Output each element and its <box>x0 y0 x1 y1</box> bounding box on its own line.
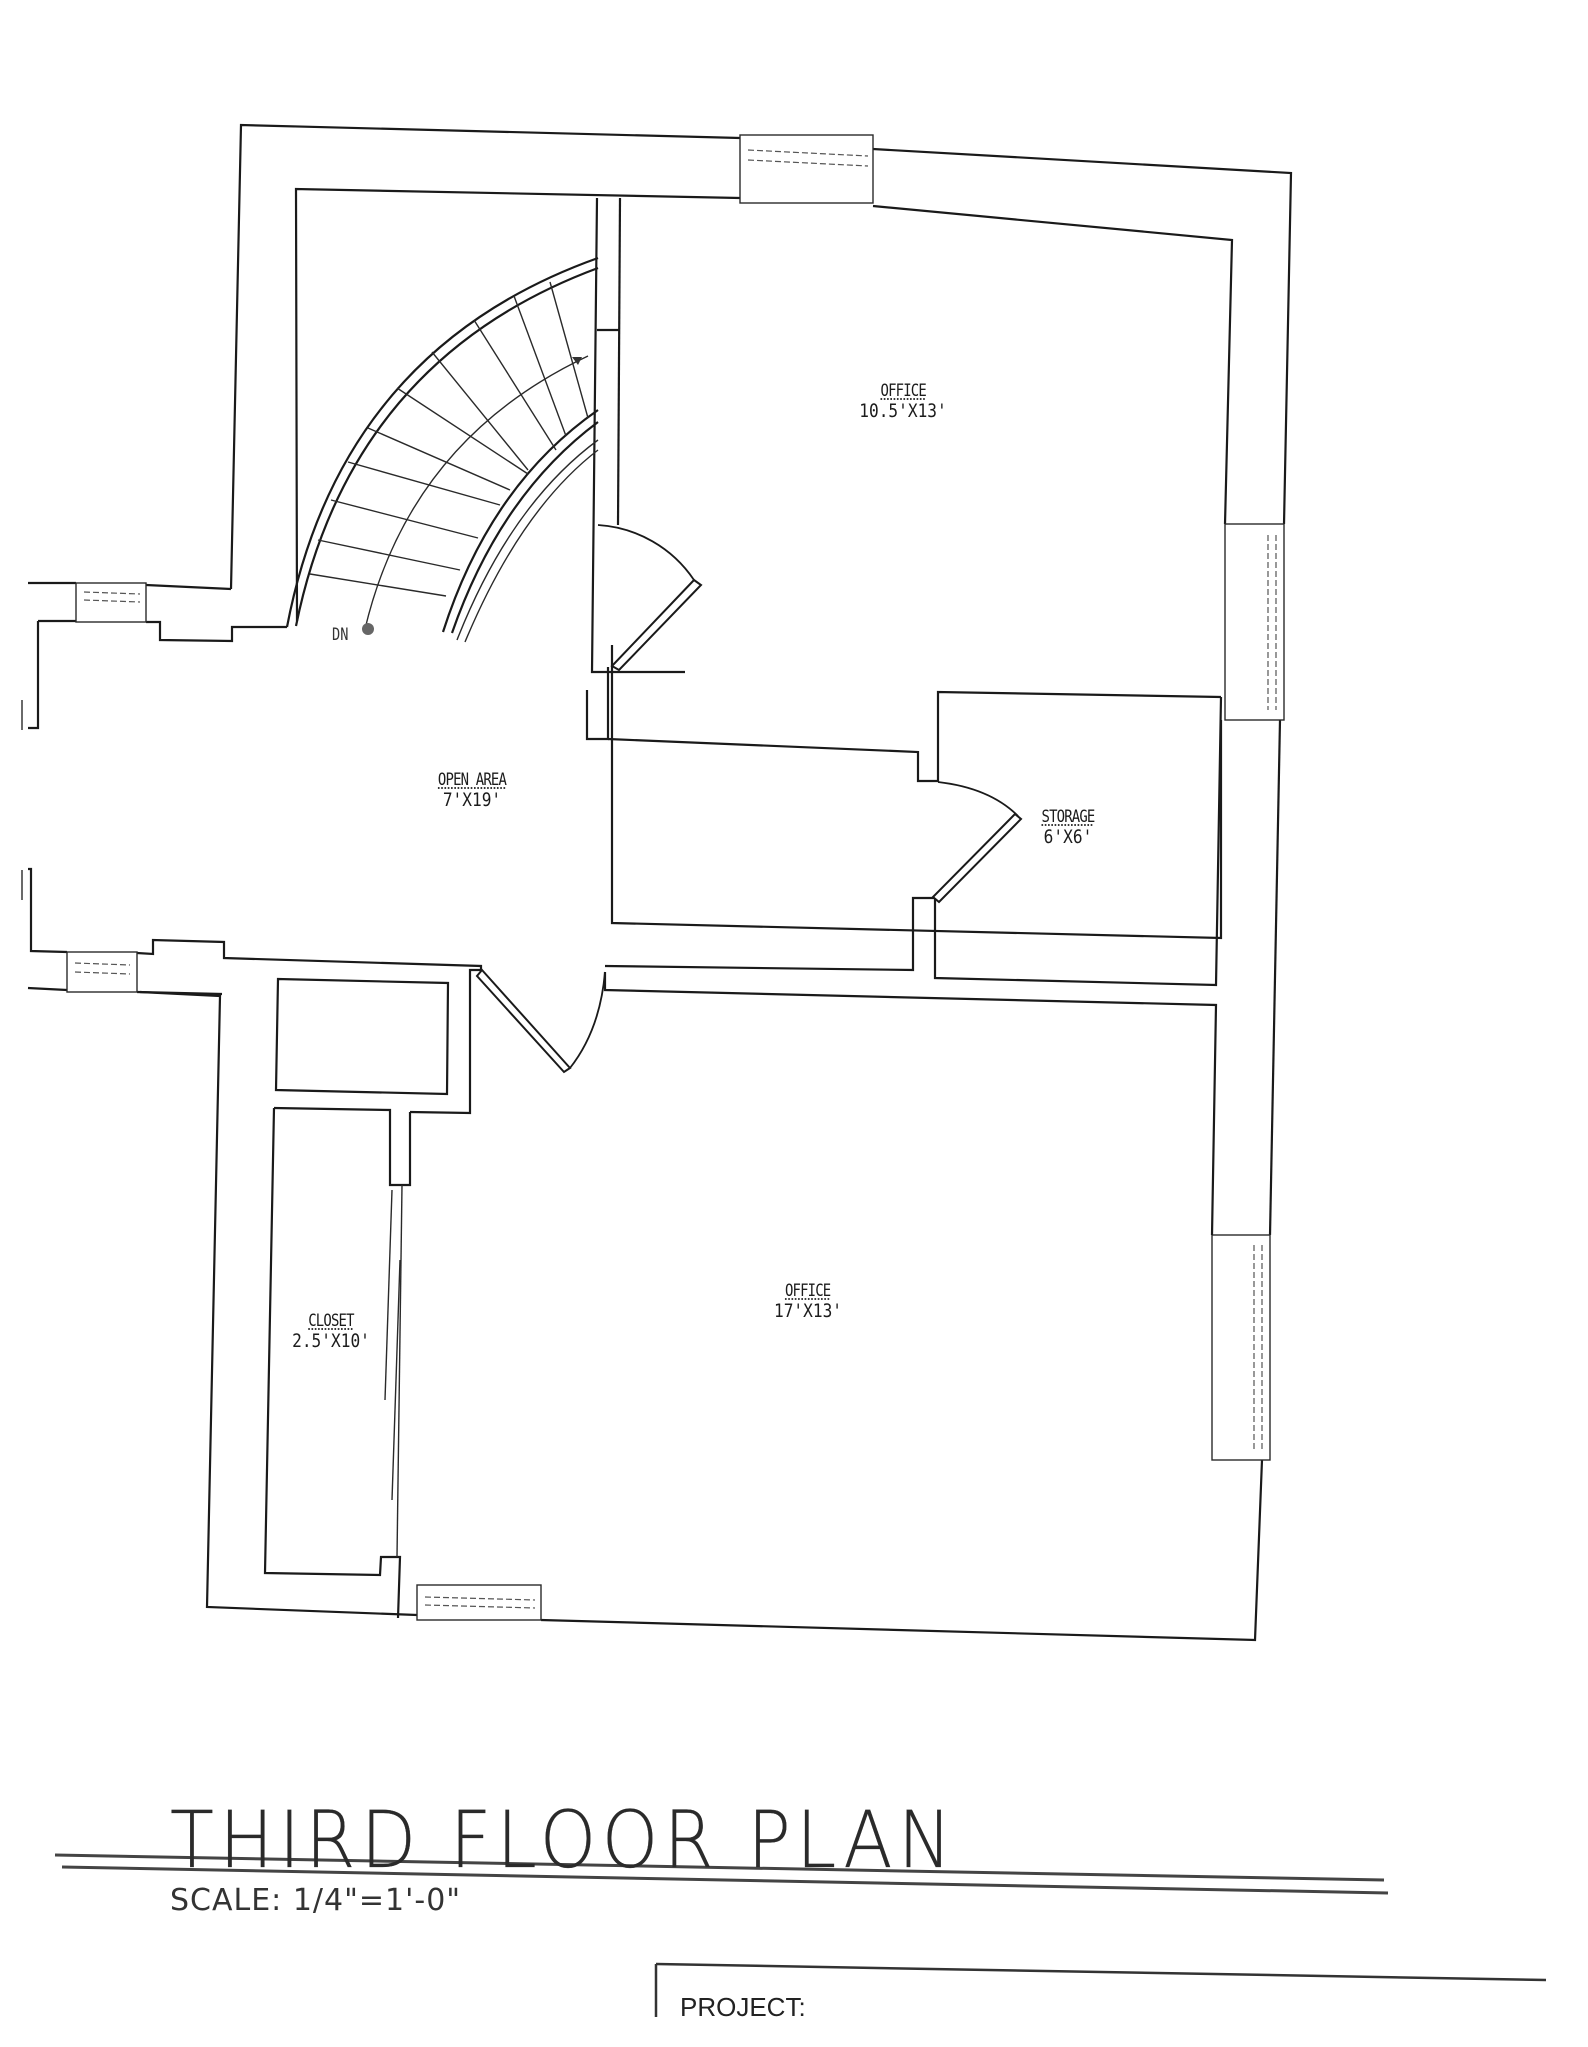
door-swing-arc-office-north <box>597 524 695 581</box>
room-name: STORAGE <box>1041 807 1095 827</box>
window-top <box>739 134 874 204</box>
door-office-south <box>475 968 572 1074</box>
room-label-office-south: OFFICE 17'X13' <box>768 1282 848 1322</box>
room-dimensions: 17'X13' <box>773 1299 843 1322</box>
room-dimensions: 2.5'X10' <box>292 1329 370 1352</box>
doors <box>475 524 1023 1074</box>
drawing-title: THIRD FLOOR PLAN <box>170 1796 958 1886</box>
windows <box>66 134 1285 1621</box>
interior-walls <box>263 197 1223 1619</box>
room-label-open-area: OPEN AREA 7'X19' <box>430 771 513 811</box>
door-swing-arc-storage <box>937 781 1019 817</box>
room-label-office-north: OFFICE 10.5'X13' <box>852 382 955 422</box>
door-storage <box>931 812 1023 904</box>
window-east-upper <box>1224 523 1285 721</box>
stair-direction-label: DN <box>332 625 349 645</box>
room-dimensions: 6'X6' <box>1043 825 1093 848</box>
room-dimensions: 10.5'X13' <box>859 399 947 422</box>
room-name: OFFICE <box>785 1281 831 1301</box>
drawing-scale: SCALE: 1/4"=1'-0" <box>170 1883 462 1918</box>
room-label-closet: CLOSET 2.5'X10' <box>285 1312 377 1352</box>
exterior-walls <box>27 123 1293 1642</box>
room-name: OPEN AREA <box>437 770 507 790</box>
window-west-upper <box>75 582 147 623</box>
room-name: CLOSET <box>308 1311 354 1331</box>
door-office-north <box>610 578 703 672</box>
window-west-lower <box>66 951 138 993</box>
room-name: OFFICE <box>880 381 926 401</box>
project-label: PROJECT: <box>680 1992 806 2022</box>
title-block-frame <box>654 1962 1547 2017</box>
door-swing-arc-office-south <box>569 971 606 1069</box>
window-east-lower <box>1211 1234 1271 1461</box>
window-south <box>416 1584 542 1621</box>
stair-arrow-icon <box>572 357 582 365</box>
stair-start-dot <box>362 623 374 635</box>
title-underline <box>54 1853 1389 1895</box>
room-dimensions: 7'X19' <box>442 788 502 811</box>
curved-staircase <box>285 256 599 643</box>
room-label-storage: STORAGE 6'X6' <box>1036 808 1101 848</box>
